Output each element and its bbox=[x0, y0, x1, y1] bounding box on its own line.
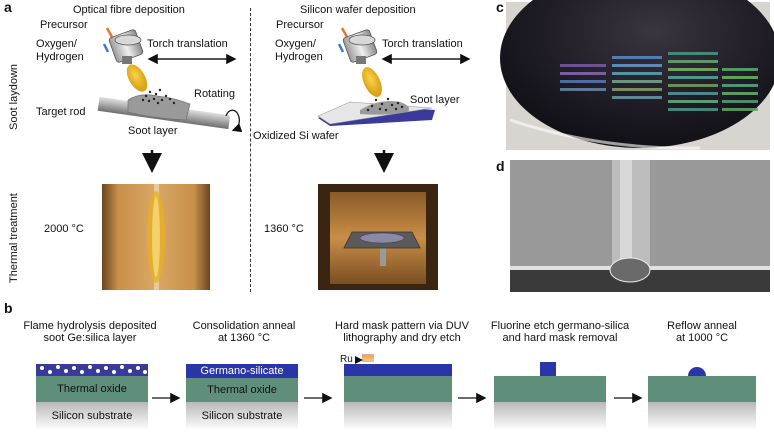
target-rod bbox=[97, 88, 243, 133]
fibre-furnace-image bbox=[102, 184, 210, 290]
step2-caption: Consolidation anneal at 1360 °C bbox=[176, 320, 312, 344]
step5-stack bbox=[648, 367, 756, 430]
fibre-torch bbox=[102, 27, 148, 92]
step3-caption: Hard mask pattern via DUV lithography an… bbox=[318, 320, 486, 344]
wafer-torch bbox=[337, 27, 382, 97]
step1-caption-line1: Flame hydrolysis deposited bbox=[23, 320, 157, 332]
step3-caption-line2: lithography and dry etch bbox=[343, 332, 461, 344]
step1-stack bbox=[36, 364, 148, 430]
fibre-soot-layer-label: Soot layer bbox=[128, 125, 178, 137]
step4-stack bbox=[494, 362, 606, 430]
panel-d-sem-image bbox=[510, 160, 770, 292]
ru-label: Ru bbox=[340, 354, 353, 365]
step2-caption-line1: Consolidation anneal bbox=[192, 320, 296, 332]
fibre-target-rod-label: Target rod bbox=[36, 106, 86, 118]
wafer-temperature: 1360 °C bbox=[264, 223, 304, 235]
step1-silicon-label: Silicon substrate bbox=[51, 410, 133, 422]
fibre-oxygen-label: Oxygen/ bbox=[36, 38, 77, 50]
fibre-torch-label: Torch translation bbox=[147, 38, 228, 50]
step2-silicon-label: Silicon substrate bbox=[201, 410, 283, 422]
wafer-oxidized-label: Oxidized Si wafer bbox=[253, 130, 339, 142]
panel-a-divider bbox=[250, 8, 251, 292]
step3-stack bbox=[344, 354, 452, 430]
fibre-hydrogen-label: Hydrogen bbox=[36, 51, 84, 63]
step5-caption: Reflow anneal at 1000 °C bbox=[648, 320, 756, 344]
wafer-hydrogen-label: Hydrogen bbox=[275, 51, 323, 63]
step4-caption: Fluorine etch germano-silica and hard ma… bbox=[482, 320, 638, 344]
wafer-torch-label: Torch translation bbox=[382, 38, 463, 50]
step2-caption-line2: at 1360 °C bbox=[217, 332, 271, 344]
step1-thermal-oxide-label: Thermal oxide bbox=[57, 383, 127, 395]
step5-caption-line2: at 1000 °C bbox=[675, 332, 729, 344]
wafer-title: Silicon wafer deposition bbox=[300, 4, 416, 16]
oxidized-si-wafer bbox=[317, 97, 435, 126]
wafer-oxygen-label: Oxygen/ bbox=[275, 38, 316, 50]
fibre-precursor-label: Precursor bbox=[40, 19, 88, 31]
step5-caption-line1: Reflow anneal bbox=[667, 320, 737, 332]
panel-a-letter: a bbox=[4, 0, 12, 15]
fibre-rotating-label: Rotating bbox=[194, 88, 235, 100]
panel-d-letter: d bbox=[496, 158, 505, 174]
step2-stack bbox=[186, 364, 298, 430]
wafer-precursor-label: Precursor bbox=[276, 19, 324, 31]
step4-caption-line1: Fluorine etch germano-silica bbox=[490, 320, 630, 332]
wafer-soot-layer-label: Soot layer bbox=[410, 94, 460, 106]
step1-caption-line2: soot Ge:silica layer bbox=[43, 332, 137, 344]
fibre-title: Optical fibre deposition bbox=[73, 4, 185, 16]
fibre-temperature: 2000 °C bbox=[44, 223, 84, 235]
panel-b-letter: b bbox=[4, 300, 13, 316]
step1-caption: Flame hydrolysis deposited soot Ge:silic… bbox=[4, 320, 176, 344]
panel-c-letter: c bbox=[496, 0, 504, 15]
panel-c-wafer-photo bbox=[500, 0, 774, 150]
step3-caption-line1: Hard mask pattern via DUV bbox=[335, 320, 469, 332]
step4-caption-line2: and hard mask removal bbox=[502, 332, 618, 344]
step2-germano-label: Germano-silicate bbox=[200, 365, 284, 377]
step2-thermal-oxide-label: Thermal oxide bbox=[207, 384, 277, 396]
wafer-furnace-image bbox=[318, 184, 438, 290]
